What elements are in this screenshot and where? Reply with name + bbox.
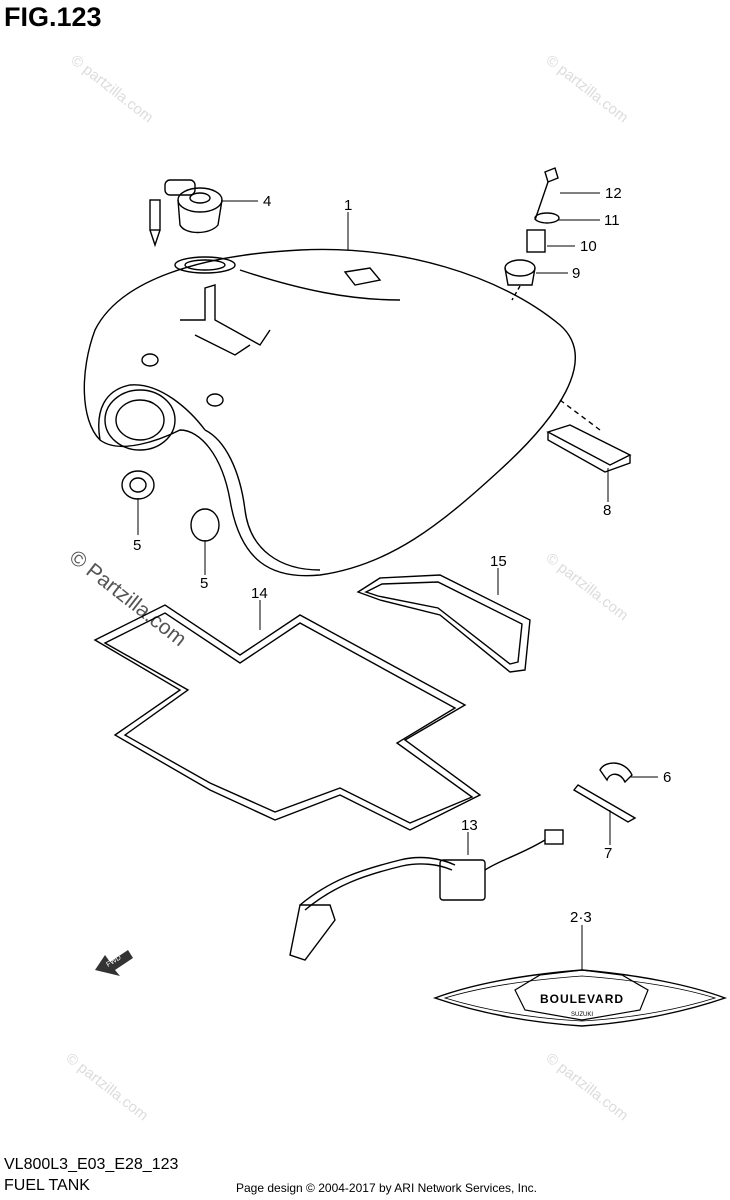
emblem-text: BOULEVARD — [540, 992, 624, 1006]
callout-5b: 5 — [200, 575, 208, 592]
callout-15: 15 — [490, 553, 507, 570]
callout-8: 8 — [603, 502, 611, 519]
figure-name: FUEL TANK — [4, 1177, 90, 1194]
watermark-main: © Partzilla.com — [65, 546, 191, 651]
watermark-top-right: © partzilla.com — [543, 52, 632, 127]
bolt-shank-part-12 — [534, 181, 549, 221]
side-cushion-part — [356, 574, 531, 673]
callout-12: 12 — [605, 185, 622, 202]
washer-part-11 — [534, 212, 560, 224]
figure-title: FIG.123 — [4, 2, 102, 32]
callout-13: 13 — [461, 817, 478, 834]
clamp-part-6 — [599, 762, 633, 784]
callout-6: 6 — [663, 769, 671, 786]
grommet-parts — [121, 470, 220, 542]
callout-7: 7 — [604, 845, 612, 862]
emblem-part: BOULEVARD SUZUKI — [432, 969, 728, 1027]
fuel-cap-part — [149, 179, 223, 248]
rear-cushion-part — [546, 399, 632, 473]
callout-9: 9 — [572, 265, 580, 282]
callout-11: 11 — [604, 212, 620, 229]
watermark-mid-right: © partzilla.com — [543, 550, 632, 625]
callout-4: 4 — [263, 193, 271, 210]
callout-14: 14 — [251, 585, 268, 602]
callout-labels: 1 2·3 4 5 5 6 7 8 9 10 11 12 13 14 15 — [133, 185, 671, 926]
bolt-head-part-12 — [544, 167, 559, 183]
callout-5a: 5 — [133, 537, 141, 554]
cushion-part-9 — [504, 259, 536, 277]
tank-cushion-part — [93, 604, 482, 831]
figure-code: VL800L3_E03_E28_123 — [4, 1156, 179, 1173]
tie-part-7 — [572, 784, 637, 823]
forward-arrow: FWD — [95, 950, 133, 976]
page-credit: Page design © 2004-2017 by ARI Network S… — [236, 1181, 538, 1195]
clamp-parts — [572, 762, 637, 823]
fuel-tank-part — [83, 248, 576, 577]
callout-1: 1 — [344, 197, 352, 214]
callout-10: 10 — [580, 238, 597, 255]
collar-part-10 — [526, 229, 546, 253]
watermark-bottom-left: © partzilla.com — [63, 1050, 152, 1125]
emblem-subtext: SUZUKI — [571, 1012, 593, 1018]
fuel-gauge-part — [289, 829, 564, 961]
watermark-top-left: © partzilla.com — [68, 52, 157, 127]
watermark-bottom-right: © partzilla.com — [543, 1050, 632, 1125]
callout-2-3: 2·3 — [570, 909, 592, 926]
mounting-hardware — [504, 167, 560, 301]
leader-lines — [137, 192, 658, 970]
